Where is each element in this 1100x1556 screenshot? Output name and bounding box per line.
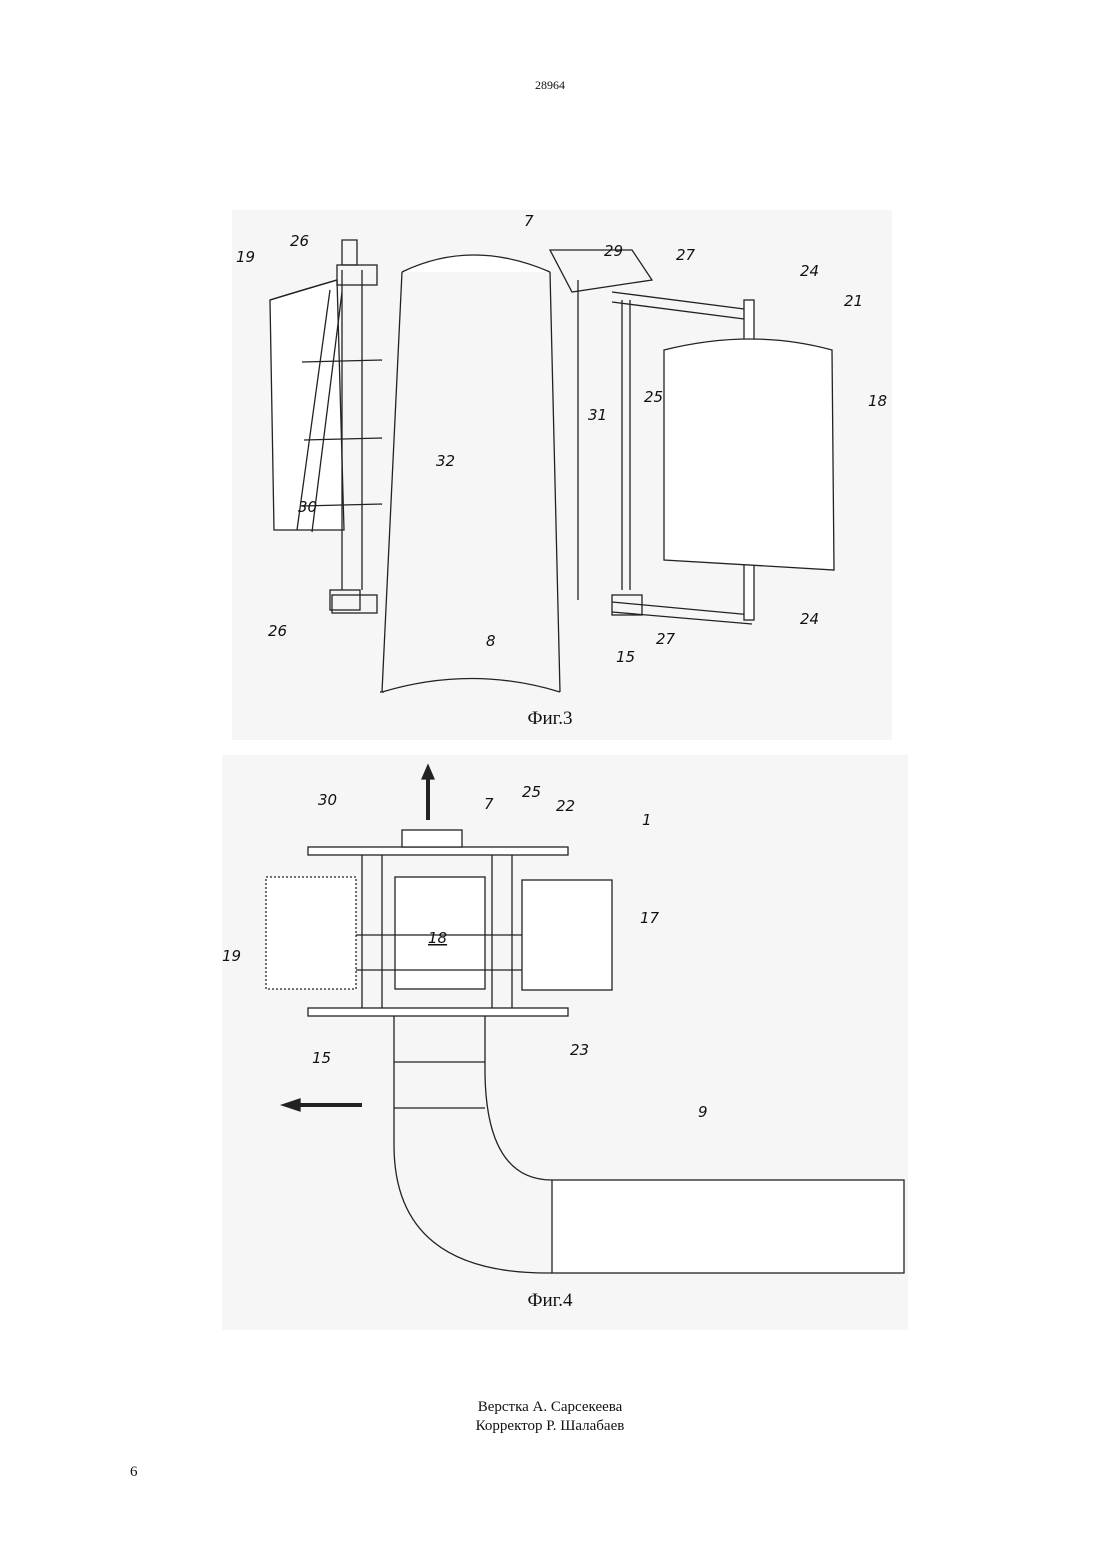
svg-text:1: 1 [642, 811, 652, 829]
svg-text:32: 32 [436, 452, 455, 470]
figure-4-caption: Фиг.4 [0, 1290, 1100, 1312]
figure-3-caption: Фиг.3 [0, 708, 1100, 730]
figure-4-drawing: 30 7 25 22 1 17 19 18 15 23 9 [222, 755, 908, 1330]
svg-text:21: 21 [844, 292, 863, 310]
svg-text:7: 7 [524, 212, 534, 230]
svg-text:18: 18 [868, 392, 887, 410]
svg-text:7: 7 [484, 795, 494, 813]
svg-text:27: 27 [676, 246, 696, 264]
svg-text:25: 25 [522, 783, 541, 801]
svg-text:15: 15 [616, 648, 635, 666]
svg-text:30: 30 [298, 498, 317, 516]
svg-text:24: 24 [800, 610, 819, 628]
page-number: 6 [130, 1464, 138, 1481]
figure-3-drawing: 7 26 29 27 24 19 21 18 25 31 32 30 26 8 … [232, 210, 892, 740]
proofreader-credit: Корректор Р. Шалабаев [0, 1417, 1100, 1436]
svg-text:23: 23 [570, 1041, 589, 1059]
patent-number: 28964 [0, 78, 1100, 93]
svg-text:8: 8 [486, 632, 496, 650]
svg-text:29: 29 [604, 242, 623, 260]
svg-text:27: 27 [656, 630, 676, 648]
svg-text:31: 31 [588, 406, 607, 424]
svg-text:15: 15 [312, 1049, 331, 1067]
svg-text:30: 30 [318, 791, 337, 809]
svg-text:19: 19 [236, 248, 255, 266]
credits: Верстка А. Сарсекеева Корректор Р. Шалаб… [0, 1398, 1100, 1436]
svg-text:17: 17 [640, 909, 660, 927]
svg-text:9: 9 [698, 1103, 708, 1121]
svg-text:19: 19 [222, 947, 241, 965]
svg-text:24: 24 [800, 262, 819, 280]
layout-credit: Верстка А. Сарсекеева [0, 1398, 1100, 1417]
svg-text:25: 25 [644, 388, 663, 406]
svg-text:22: 22 [556, 797, 575, 815]
svg-text:18: 18 [428, 929, 447, 947]
svg-text:26: 26 [268, 622, 287, 640]
svg-text:26: 26 [290, 232, 309, 250]
